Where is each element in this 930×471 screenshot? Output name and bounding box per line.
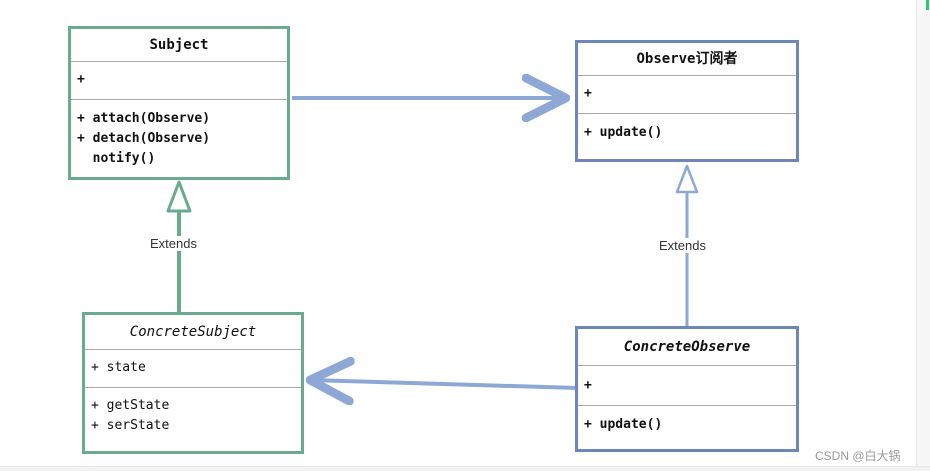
attribute-state: + state <box>91 360 146 375</box>
method-detach: + detach(Observe) <box>77 131 211 146</box>
extends-label-observer: Extends <box>657 238 708 253</box>
watermark-text: CSDN @白大锅 <box>815 449 901 463</box>
class-subject-methods: + attach(Observe) + detach(Observe) noti… <box>71 100 287 169</box>
attribute-line: + <box>584 86 592 101</box>
right-edge-accent <box>926 0 929 10</box>
class-observer-attributes: + <box>578 76 796 114</box>
concreteobserver-to-concretesubject-arrow <box>310 380 579 388</box>
attribute-line: + <box>584 378 592 393</box>
class-concrete-observer-attributes: + <box>578 366 796 406</box>
method-update: + update() <box>584 125 663 140</box>
class-subject-attributes: + <box>71 62 287 100</box>
class-concrete-subject-methods: + getState + serState <box>85 388 301 436</box>
attribute-line: + <box>77 72 85 87</box>
class-concrete-observer-name: ConcreteObserve <box>578 329 796 366</box>
class-concrete-observer-methods: + update() <box>578 406 796 435</box>
method-serstate: + serState <box>91 418 170 433</box>
class-observer-name: Observe订阅者 <box>578 43 796 76</box>
class-subject-name: Subject <box>71 29 287 62</box>
class-concrete-subject-name: ConcreteSubject <box>85 315 301 350</box>
class-subject: Subject + + attach(Observe) + detach(Obs… <box>68 26 290 180</box>
right-edge-strip <box>916 0 930 470</box>
class-concrete-subject: ConcreteSubject + state + getState + ser… <box>82 312 304 454</box>
extends-label-subject: Extends <box>148 236 199 251</box>
subject-generalization-head <box>166 180 192 213</box>
class-concrete-observer: ConcreteObserve + + update() <box>575 326 799 452</box>
class-observer-methods: + update() <box>578 114 796 143</box>
method-getstate: + getState <box>91 398 170 413</box>
bottom-edge-strip <box>0 466 930 471</box>
method-notify: notify() <box>77 151 156 166</box>
class-concrete-subject-attributes: + state <box>85 350 301 388</box>
class-observer: Observe订阅者 + + update() <box>575 40 799 162</box>
observer-generalization-head <box>675 164 699 194</box>
method-attach: + attach(Observe) <box>77 111 211 126</box>
method-update: + update() <box>584 417 663 432</box>
